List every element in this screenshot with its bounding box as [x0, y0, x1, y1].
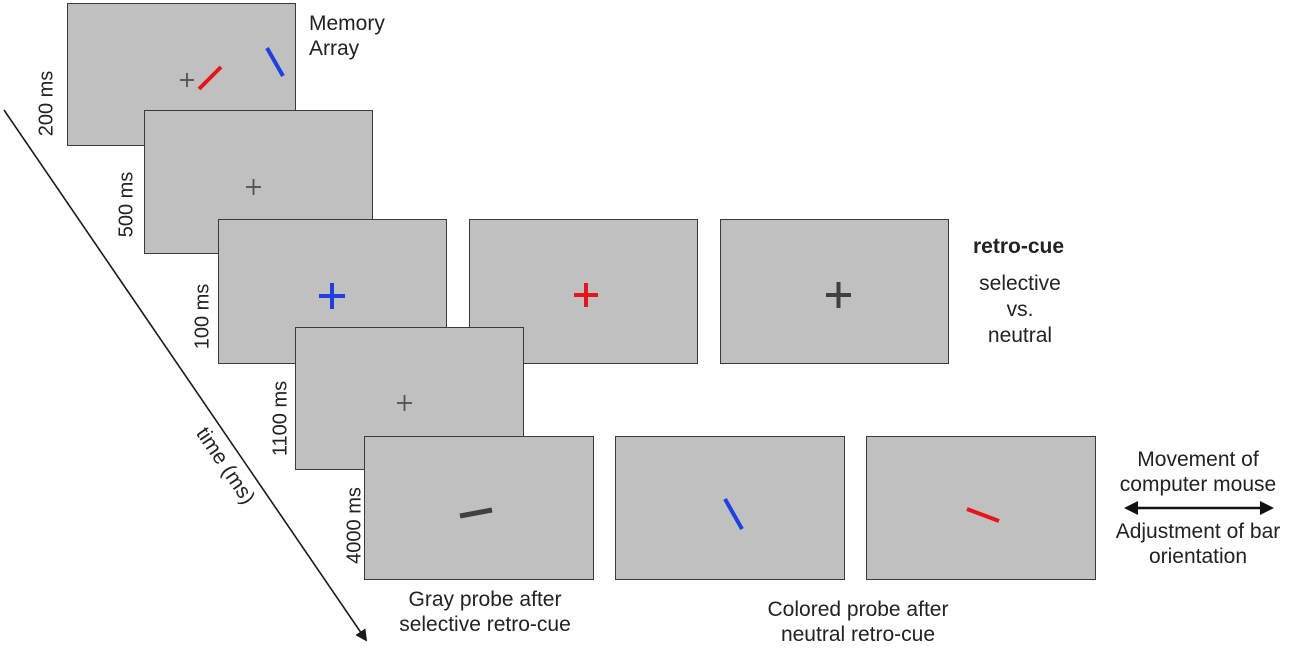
gray-probe-bar	[459, 507, 493, 519]
double-arrow-icon	[1124, 501, 1274, 515]
retro-cue-line-3: neutral	[987, 324, 1053, 347]
blue-bar	[265, 47, 285, 77]
gray-probe-caption-2: selective retro-cue	[399, 613, 571, 636]
mouse-legend-top-2: computer mouse	[1119, 473, 1277, 496]
retro-cue-line-2: vs.	[1006, 298, 1034, 321]
mouse-legend-top-1: Movement of	[1137, 448, 1259, 471]
gray-cue-cross-icon	[826, 282, 851, 308]
red-probe-bar	[966, 507, 1000, 523]
probe-screen-gray	[364, 436, 594, 580]
blue-cue-cross-icon	[319, 283, 345, 309]
mouse-legend-bottom-2: orientation	[1148, 545, 1248, 568]
duration-label-200: 200 ms	[35, 70, 58, 137]
red-bar	[197, 65, 223, 91]
retro-cue-line-1: selective	[979, 272, 1061, 295]
probe-screen-red	[866, 436, 1096, 580]
duration-label-4000: 4000 ms	[343, 487, 366, 564]
colored-probe-caption-2: neutral retro-cue	[780, 623, 936, 646]
retro-cue-title: retro-cue	[973, 235, 1065, 258]
duration-label-1100: 1100 ms	[269, 380, 292, 457]
mouse-legend-bottom-1: Adjustment of bar	[1115, 520, 1281, 543]
red-cue-cross-icon	[574, 283, 598, 307]
probe-screen-blue	[615, 436, 845, 580]
memory-array-stimuli	[180, 47, 285, 91]
duration-label-500: 500 ms	[115, 171, 138, 238]
fixation-cross-icon	[180, 73, 194, 87]
fixation-cross-icon	[246, 179, 261, 195]
memory-array-label: Memory Array	[309, 12, 385, 60]
gray-probe-caption-1: Gray probe after	[408, 588, 562, 611]
colored-probe-caption-1: Colored probe after	[767, 598, 949, 621]
fixation-cross-icon	[397, 395, 412, 411]
duration-label-100: 100 ms	[191, 283, 214, 350]
blue-probe-bar	[723, 498, 744, 530]
retro-cue-screen-neutral	[720, 219, 949, 364]
